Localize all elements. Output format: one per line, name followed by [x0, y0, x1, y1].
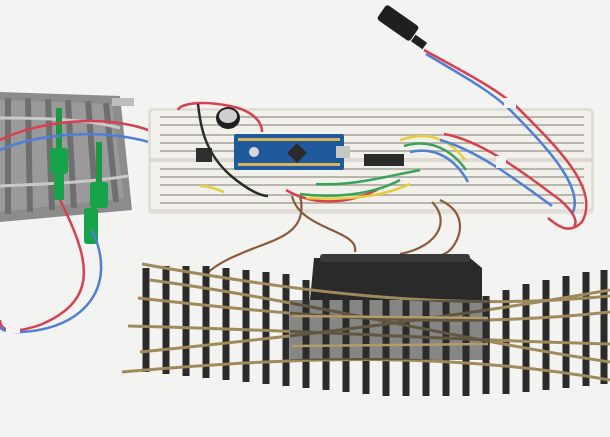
arduino-nano-board [234, 134, 350, 170]
voltage-regulator [196, 148, 212, 162]
jumper-wires [176, 101, 470, 203]
dc-barrel-jack [377, 5, 428, 50]
electrolytic-capacitor [216, 107, 240, 129]
double-slip-turnout [121, 262, 610, 396]
power-leads [423, 48, 588, 230]
motor-driver-chip [364, 154, 404, 166]
point-motor [310, 254, 482, 300]
